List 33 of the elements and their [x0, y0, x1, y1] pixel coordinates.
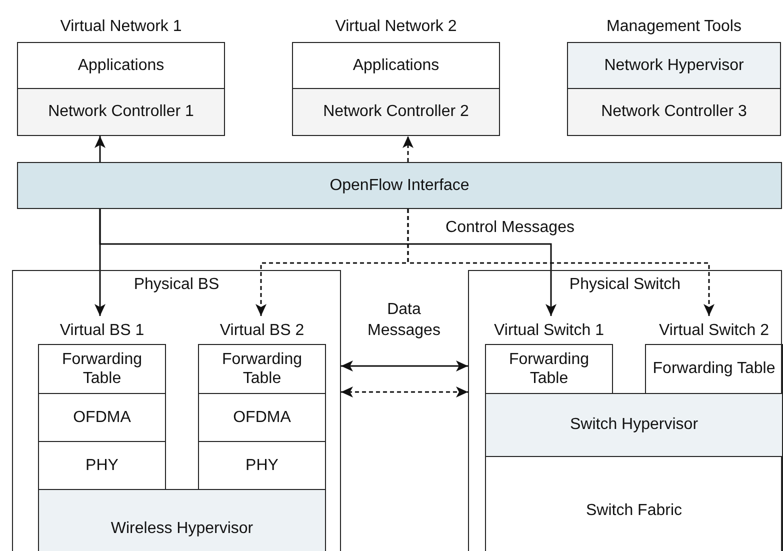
frame-heading: Physical Switch	[568, 276, 682, 294]
layer-box: Network Hypervisor	[567, 42, 781, 89]
layer-box: Applications	[292, 42, 500, 89]
arrow	[407, 209, 714, 316]
arrow	[99, 209, 556, 316]
note-label: Control Messages	[444, 218, 576, 238]
group-heading: Virtual Switch 1	[493, 321, 605, 341]
note-label: Data Messages	[366, 300, 442, 341]
layer-box: Network Controller 1	[17, 88, 225, 136]
arrow	[402, 136, 414, 162]
base-station-frame	[12, 270, 341, 551]
interface-bar: OpenFlow Interface	[17, 162, 782, 209]
group-heading: Virtual Network 1	[59, 17, 183, 37]
layer-box: Forwarding Table	[198, 344, 326, 394]
layer-box: Switch Hypervisor	[485, 393, 783, 457]
group-heading: Virtual Switch 2	[658, 321, 770, 341]
switch-frame	[468, 270, 782, 551]
group-heading: Virtual BS 2	[218, 321, 306, 341]
layer-box: Switch Fabric	[485, 456, 783, 551]
layer-box: OFDMA	[198, 393, 326, 442]
layer-box: Network Controller 2	[292, 88, 500, 136]
layer-box: Network Controller 3	[567, 88, 781, 136]
arrow	[341, 386, 468, 398]
group-heading: Virtual BS 1	[58, 321, 146, 341]
layer-box: Forwarding Table	[38, 344, 166, 394]
arrow	[341, 360, 468, 372]
group-heading: Virtual Network 2	[334, 17, 458, 37]
layer-box: Applications	[17, 42, 225, 89]
layer-box: Wireless Hypervisor	[38, 489, 326, 551]
group-heading: Management Tools	[606, 17, 742, 37]
layer-box: OFDMA	[38, 393, 166, 442]
frame-heading: Physical BS	[132, 276, 220, 294]
arrow	[94, 136, 106, 162]
